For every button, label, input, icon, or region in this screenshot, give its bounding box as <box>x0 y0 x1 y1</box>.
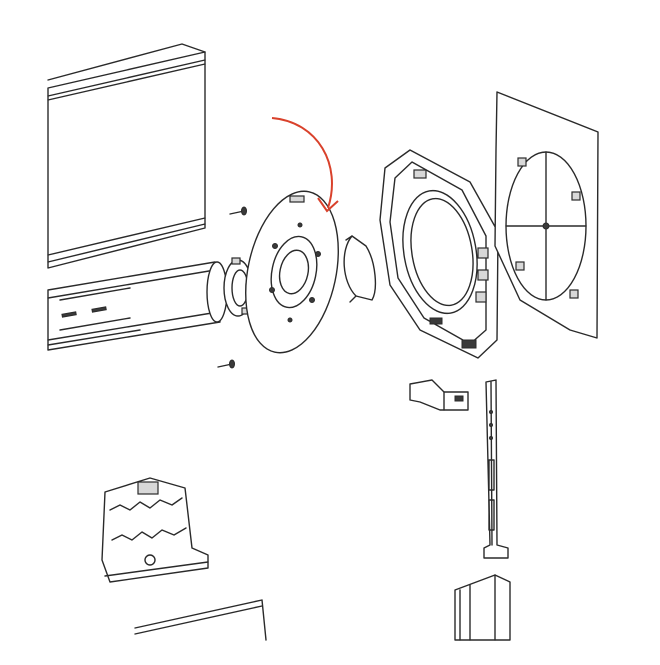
rotation-arrow-icon <box>271 117 339 213</box>
motor-bracket <box>101 477 209 583</box>
spring-clip <box>343 235 377 303</box>
small-bracket <box>409 379 469 411</box>
guide-rail <box>454 574 511 641</box>
box-bottom-panel <box>134 599 267 641</box>
screw-bottom <box>217 359 235 369</box>
screw-top <box>229 206 247 216</box>
mounting-strip <box>483 379 509 559</box>
end-disc-plate <box>245 190 339 354</box>
roller-tube <box>47 261 228 351</box>
cover-plate <box>494 91 599 339</box>
end-cap-frame <box>379 149 499 359</box>
shutter-box-housing <box>47 43 206 269</box>
